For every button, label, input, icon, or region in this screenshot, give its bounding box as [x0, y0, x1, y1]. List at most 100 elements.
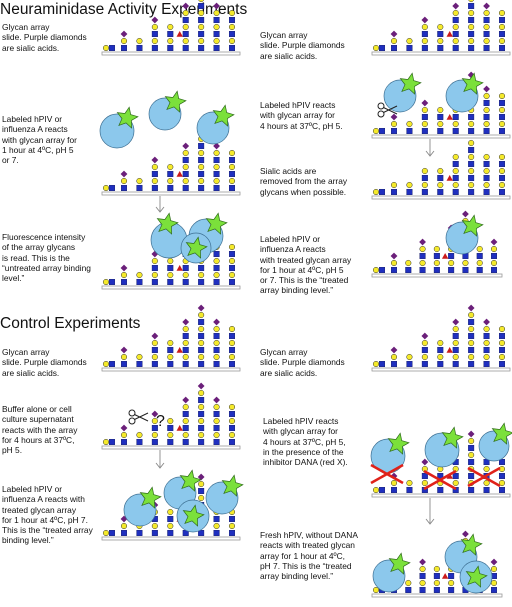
caption-n-left-1: Glycan array slide. Purple diamonds are … [2, 22, 87, 53]
glcnac-square [391, 267, 398, 274]
galactose-circle [468, 451, 475, 459]
galactose-circle [390, 479, 398, 487]
galactose-circle [498, 167, 506, 175]
galactose-circle [483, 106, 490, 114]
galactose-circle [167, 23, 174, 31]
galactose-circle [136, 271, 143, 279]
caption-n-right-1: Glycan array slide. Purple diamonds are … [260, 30, 345, 61]
glcnac-square [421, 113, 428, 120]
galactose-circle [372, 360, 380, 368]
glcnac-square [228, 156, 235, 163]
galactose-circle [372, 486, 380, 494]
glcnac-square [483, 188, 490, 195]
glcnac-square [468, 17, 475, 24]
galactose-circle [228, 403, 236, 411]
glcnac-square [198, 425, 205, 432]
glcnac-square [448, 587, 455, 594]
galactose-circle [483, 479, 490, 487]
virus-particles [99, 72, 512, 594]
arrow-down-icon [425, 498, 435, 525]
galactose-circle [228, 257, 236, 265]
glcnac-square [213, 156, 220, 163]
sialic-acid-diamond [483, 85, 490, 93]
glcnac-square [499, 188, 506, 195]
glcnac-square [448, 267, 455, 274]
caption-c-right-2: Labeled hPIV reacts with glycan array fo… [263, 416, 348, 468]
sialic-acid-diamond [483, 2, 490, 10]
glcnac-square [499, 31, 506, 38]
galactose-circle [483, 181, 490, 189]
galactose-circle [167, 417, 174, 425]
glcnac-square [421, 45, 428, 52]
galactose-circle [468, 9, 475, 17]
sialic-acid-diamond [421, 16, 429, 24]
galactose-circle [182, 177, 189, 185]
glcnac-square [198, 333, 205, 340]
galactose-circle [452, 353, 459, 361]
galactose-circle [468, 23, 475, 31]
virus-star-label [212, 104, 235, 127]
fucose-triangle [446, 114, 453, 120]
sialic-acid-diamond [182, 2, 190, 10]
galactose-circle [182, 403, 189, 411]
glcnac-square [151, 31, 158, 38]
galactose-circle [483, 465, 490, 473]
glcnac-square [483, 487, 490, 494]
glcnac-square [405, 587, 412, 594]
glcnac-square [213, 265, 220, 272]
galactose-circle [483, 339, 490, 347]
galactose-circle [437, 120, 444, 128]
sialic-acid-diamond [390, 113, 398, 121]
glcnac-square [108, 184, 115, 191]
galactose-circle [462, 259, 469, 267]
slide-base [371, 273, 503, 278]
glcnac-square [483, 361, 490, 368]
slide-base [371, 493, 511, 498]
galactose-circle [490, 565, 498, 573]
glcnac-square [228, 184, 235, 191]
glcnac-square [151, 279, 158, 286]
glcnac-square [468, 127, 475, 134]
galactose-circle [476, 245, 483, 253]
glcnac-square [448, 252, 455, 259]
galactose-circle [120, 177, 128, 185]
glcnac-square [167, 184, 174, 191]
galactose-circle [405, 579, 412, 587]
glcnac-square [483, 17, 490, 24]
glcnac-square [452, 473, 459, 480]
glcnac-square [136, 279, 143, 286]
galactose-circle [228, 522, 236, 530]
galactose-circle [483, 353, 490, 361]
galactose-circle [372, 586, 380, 594]
galactose-circle [433, 565, 440, 573]
glcnac-square [198, 156, 205, 163]
glcnac-square [198, 3, 205, 9]
glcnac-square [483, 174, 490, 181]
fucose-triangle [446, 31, 453, 37]
virus-star-label [388, 552, 411, 575]
glcnac-square [151, 425, 158, 432]
virus-particle [123, 486, 162, 527]
glcnac-square [499, 361, 506, 368]
sialic-acid-diamond [467, 430, 475, 438]
inhibitor-x-icon [423, 469, 457, 491]
sialic-acid-diamond [483, 318, 490, 326]
galactose-circle [167, 177, 174, 185]
glcnac-square [452, 361, 459, 368]
galactose-circle [406, 479, 413, 487]
galactose-circle [198, 271, 205, 279]
galactose-circle [198, 417, 205, 425]
galactose-circle [490, 245, 498, 253]
galactose-circle [421, 181, 428, 189]
galactose-circle [437, 106, 444, 114]
glcnac-square [433, 267, 440, 274]
glcnac-square [491, 252, 498, 259]
galactose-circle [498, 120, 506, 128]
glcnac-square [468, 113, 475, 120]
galactose-circle [483, 120, 490, 128]
galactose-circle [490, 259, 498, 267]
galactose-circle [421, 37, 428, 45]
glcnac-square [433, 573, 440, 580]
galactose-circle [372, 266, 380, 274]
glcnac-square [421, 127, 428, 134]
